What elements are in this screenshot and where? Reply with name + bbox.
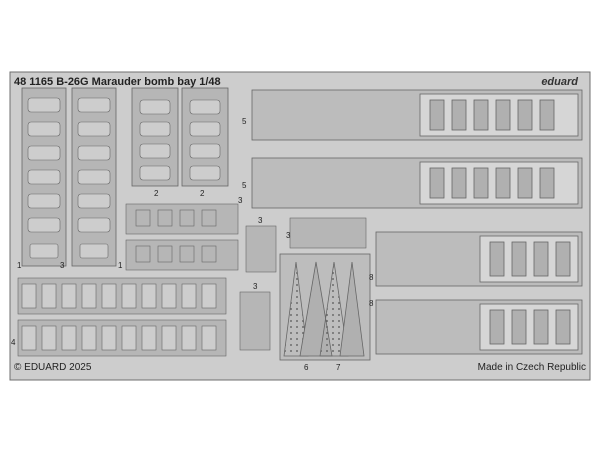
part-label: 4 bbox=[11, 338, 16, 347]
brand-logo-text: eduard bbox=[541, 76, 578, 88]
made-in-text: Made in Czech Republic bbox=[477, 362, 586, 373]
fret-title: 48 1165 B-26G Marauder bomb bay 1/48 bbox=[14, 76, 221, 88]
part-label: 1 bbox=[118, 261, 123, 270]
part-label: 2 bbox=[154, 189, 159, 198]
part-label: 3 bbox=[253, 282, 258, 291]
part-label: 3 bbox=[258, 216, 263, 225]
cell-rows-4 bbox=[17, 277, 227, 357]
part-label: 8 bbox=[369, 273, 374, 282]
part-label: 8 bbox=[369, 299, 374, 308]
part-label: 1 bbox=[17, 261, 22, 270]
part-label: 3 bbox=[60, 261, 65, 270]
part-label: 3 bbox=[238, 196, 243, 205]
part-label: 5 bbox=[242, 181, 247, 190]
part-label: 6 bbox=[304, 363, 309, 372]
small-brackets-3 bbox=[239, 217, 367, 351]
copyright-text: © EDUARD 2025 bbox=[14, 362, 92, 373]
gusset-parts bbox=[279, 253, 371, 361]
part-label: 3 bbox=[286, 231, 291, 240]
ladder-group-1 bbox=[21, 87, 117, 267]
bay-panels-5 bbox=[251, 89, 583, 209]
part-label: 5 bbox=[242, 117, 247, 126]
part-label: 2 bbox=[200, 189, 205, 198]
ladder-group-2 bbox=[131, 87, 229, 187]
bracket-blocks bbox=[125, 203, 239, 271]
bay-panels-8 bbox=[375, 231, 583, 355]
part-label: 7 bbox=[336, 363, 341, 372]
